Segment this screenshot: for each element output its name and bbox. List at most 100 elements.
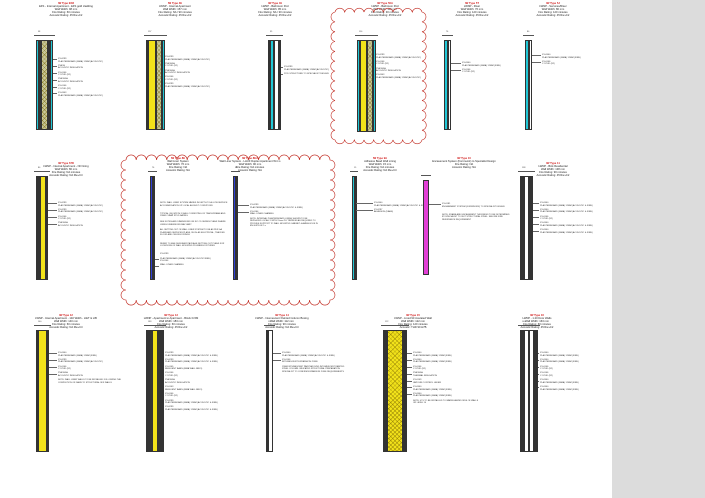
leader-line xyxy=(53,86,57,88)
layer-description: PLASTERBOARD (MMA) 12MM (ACOUSTIC & FIRE… xyxy=(165,354,218,357)
wall-type-spec-line: Fire Rating: 90 minutes xyxy=(268,323,296,327)
wall-type-spec-line: LWNP - Bathroom Pod xyxy=(261,5,289,9)
layer-description: C STUD (92) xyxy=(58,87,71,90)
wall-note: NOTE: INTERNAL PLASTERBOARD LINING SHOWN… xyxy=(250,217,318,228)
wall-layer-band xyxy=(529,330,534,452)
leader-line xyxy=(356,203,373,205)
leader-line xyxy=(538,353,539,355)
layer-code: SY-0106 xyxy=(58,365,67,368)
wall-layer-band xyxy=(352,176,355,280)
layer-description: PLASTERBOARD (MMA) 12MM (ACOUSTIC) xyxy=(284,68,329,71)
layer-code: SY-0300 xyxy=(413,352,422,354)
wall-type-spec-line: Encasement System (Formwork) to Speciali… xyxy=(432,160,496,164)
wall-layer-band xyxy=(525,40,529,130)
wall-layer-band xyxy=(236,176,238,280)
wall-layer-band xyxy=(146,330,148,452)
wall-layer-band xyxy=(46,176,48,280)
wall-width-dimension: 110 xyxy=(359,31,363,33)
wall-type-spec-line: Wall Width: 76 mm xyxy=(460,8,484,12)
leader-line xyxy=(238,205,249,207)
wall-width-dimension: 183 xyxy=(148,321,152,323)
layer-code: SY-0106 xyxy=(165,392,174,395)
wall-width-dimension: 76 xyxy=(152,167,155,169)
wall-width-dimension: 122 xyxy=(385,321,389,323)
layer-code: SY-0106 xyxy=(413,365,422,368)
layer-code: SY-0299 xyxy=(165,56,174,58)
leader-line xyxy=(538,360,539,362)
wall-layer-band xyxy=(531,176,533,280)
wall-type-title: IW Type 4E xyxy=(167,2,183,5)
layer-description: PLASTERBOARD (MMA) 12MM (ACOUSTIC & FIRE… xyxy=(540,204,593,207)
layer-code: SY-0300 xyxy=(413,386,422,388)
leader-line xyxy=(49,373,57,375)
wall-layer-band xyxy=(47,330,49,452)
layer-code: SY-0106 xyxy=(540,372,549,375)
wall-type-title: IW Type 14 xyxy=(275,314,289,317)
layer-description: C STUD (92) xyxy=(58,218,71,221)
wall-layer-band xyxy=(158,330,160,452)
layer-description: PLASTERBOARD (MMA) 12MM (FIRE) xyxy=(58,354,97,357)
wall-type-spec-line: Acoustic Rating: NA Rw+Ctr xyxy=(363,169,397,173)
wall-type-spec-line: Wall Width: 15 mm xyxy=(368,163,392,167)
dimension-line xyxy=(266,35,283,36)
layer-code: SY-0106 xyxy=(542,60,551,63)
layer-description: ACOUSTIC INSULATION xyxy=(58,81,83,83)
wall-type-title: IW Type 49 xyxy=(268,2,282,5)
wall-layer-band xyxy=(39,40,41,130)
layer-code: SY-0303 xyxy=(58,92,67,94)
wall-type-spec-line: Acoustic Rating: NA Rw+Ctr xyxy=(49,174,83,178)
layer-code: SY-0106 xyxy=(165,372,174,375)
dimension-line xyxy=(523,35,534,36)
wall-layer-band xyxy=(423,180,429,275)
layer-description: C STUD (92) xyxy=(540,218,553,221)
layer-code: SY-0106 xyxy=(282,358,291,361)
wall-type-spec-line: Acoustic Rating: NA xyxy=(238,169,262,173)
dimension-line xyxy=(442,35,453,36)
layer-code: SY-0300 xyxy=(540,222,549,225)
wall-layer-band xyxy=(38,176,40,280)
leader-line xyxy=(155,265,159,267)
leader-line xyxy=(429,204,441,206)
wall-layer-band xyxy=(403,330,405,452)
layer-description: C STUD (92) xyxy=(462,71,475,74)
layer-code: SY-0103 xyxy=(165,386,174,388)
leader-line xyxy=(49,360,57,362)
dimension-line xyxy=(144,325,166,326)
wall-note: REFER TO M&E DESIGNER PACKAGE SETTING OU… xyxy=(160,242,225,248)
layer-description: PLASTERBOARD (MMA) 12MM (ACOUSTIC & FIRE… xyxy=(540,231,593,234)
layer-code: SY-0106 xyxy=(540,365,549,368)
leader-line xyxy=(53,72,57,74)
layer-description: PLASTERBOARD (MMA) 12MM (FIRE) xyxy=(413,354,452,357)
dimension-line xyxy=(518,325,540,326)
wall-type-title: IW Type 11 xyxy=(546,162,560,165)
layer-code: PSE1E xyxy=(58,64,66,67)
leader-line xyxy=(53,59,57,61)
layer-description: SY-0299 xyxy=(160,253,169,256)
wall-layer-band xyxy=(50,40,53,130)
wall-layer-band xyxy=(148,330,150,452)
layer-code: SY-0106 xyxy=(58,215,67,218)
layer-description: C STUD (92) xyxy=(165,395,178,398)
wall-type-title: IW Type 5J xyxy=(546,2,560,5)
wall-type-spec-line: Wall Width: 140 mm xyxy=(54,320,78,324)
wall-note: ENCASEMENT SYSTEM (FORMWORK) TO SPECIALI… xyxy=(442,205,505,208)
wall-width-dimension: 140 xyxy=(38,321,42,323)
wall-type-title: IW Type 13 xyxy=(164,314,178,317)
wall-type-spec-line: LWNP - Internal Apartment - 140 Width - … xyxy=(35,317,97,321)
wall-layer-band xyxy=(162,330,164,452)
wall-type-spec-line: Fire Rating: 60 minutes xyxy=(52,323,80,327)
leader-line xyxy=(273,360,281,362)
wall-layer-band xyxy=(268,40,270,130)
wall-width-dimension: 138 xyxy=(522,167,526,169)
wall-layer-band xyxy=(274,40,279,130)
layer-code: SY-0106 xyxy=(165,76,174,79)
layer-description: PLASTERBOARD (MMA) 12MM (FIRE) xyxy=(540,381,579,384)
leader-line xyxy=(451,63,461,65)
wall-layer-band xyxy=(153,176,155,280)
layer-description: C STUD (92) xyxy=(165,375,178,377)
